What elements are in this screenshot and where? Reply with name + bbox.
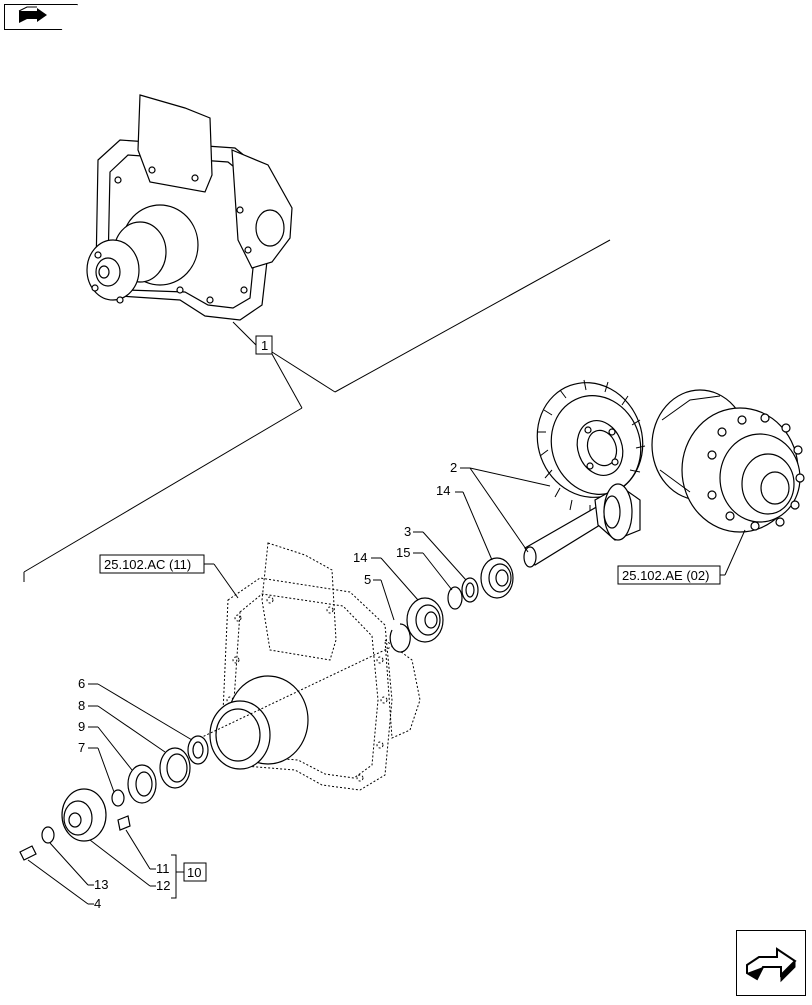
label-item-10: 10 <box>187 865 201 880</box>
spacer-15 <box>447 586 463 610</box>
label-item-14-left: 14 <box>353 550 367 565</box>
callout-15: 15 <box>396 545 453 591</box>
bearing-14-right <box>480 557 514 599</box>
bearing-14-left <box>406 597 444 643</box>
housing-dotted <box>199 542 421 791</box>
callout-2: 2 <box>450 460 551 553</box>
ring-7 <box>111 789 125 807</box>
seal-8 <box>159 747 191 789</box>
callout-13: 13 <box>49 842 108 892</box>
callout-10: 10 <box>171 854 207 899</box>
callout-7: 7 <box>78 740 115 793</box>
label-item-7: 7 <box>78 740 85 755</box>
ring-6 <box>187 735 209 765</box>
label-item-5: 5 <box>364 572 371 587</box>
differential-assembly <box>651 389 805 533</box>
back-arrow-icon <box>18 6 47 23</box>
pinion-shaft <box>523 483 641 568</box>
callout-6: 6 <box>78 676 193 741</box>
callout-ref-ac: 25.102.AC (11) <box>99 554 239 599</box>
callout-8: 8 <box>78 698 166 753</box>
callout-5: 5 <box>364 572 395 621</box>
washer-13 <box>41 826 55 844</box>
label-item-2: 2 <box>450 460 457 475</box>
callout-14-left: 14 <box>353 550 419 601</box>
callout-4: 4 <box>27 859 101 911</box>
label-ref-ac: 25.102.AC (11) <box>104 557 191 572</box>
label-item-8: 8 <box>78 698 85 713</box>
snap-ring-5 <box>389 623 411 653</box>
bolt-4 <box>19 845 37 861</box>
callout-9: 9 <box>78 719 133 771</box>
label-item-11: 11 <box>156 861 170 876</box>
label-item-1: 1 <box>261 338 268 353</box>
next-button[interactable] <box>736 930 806 996</box>
label-item-12: 12 <box>156 878 170 893</box>
shim-3 <box>461 577 479 603</box>
label-item-15: 15 <box>396 545 410 560</box>
seal-9 <box>127 764 157 804</box>
callout-1: 1 <box>23 239 611 582</box>
label-ref-ae: 25.102.AE (02) <box>622 568 709 583</box>
label-item-6: 6 <box>78 676 85 691</box>
flange-12 <box>61 788 107 842</box>
stud-11 <box>117 815 131 831</box>
callout-12: 12 <box>89 839 170 893</box>
label-item-3: 3 <box>404 524 411 539</box>
label-item-4: 4 <box>94 896 101 911</box>
label-item-13: 13 <box>94 877 108 892</box>
label-item-9: 9 <box>78 719 85 734</box>
callout-3: 3 <box>404 524 467 581</box>
label-item-14-right: 14 <box>436 483 450 498</box>
ring-gear <box>536 379 646 515</box>
next-arrow-icon <box>746 947 797 983</box>
housing-assembly-top <box>86 94 293 321</box>
callout-ref-ae: 25.102.AE (02) <box>617 529 746 585</box>
callout-14-right: 14 <box>436 483 493 561</box>
callout-11: 11 <box>125 829 170 876</box>
